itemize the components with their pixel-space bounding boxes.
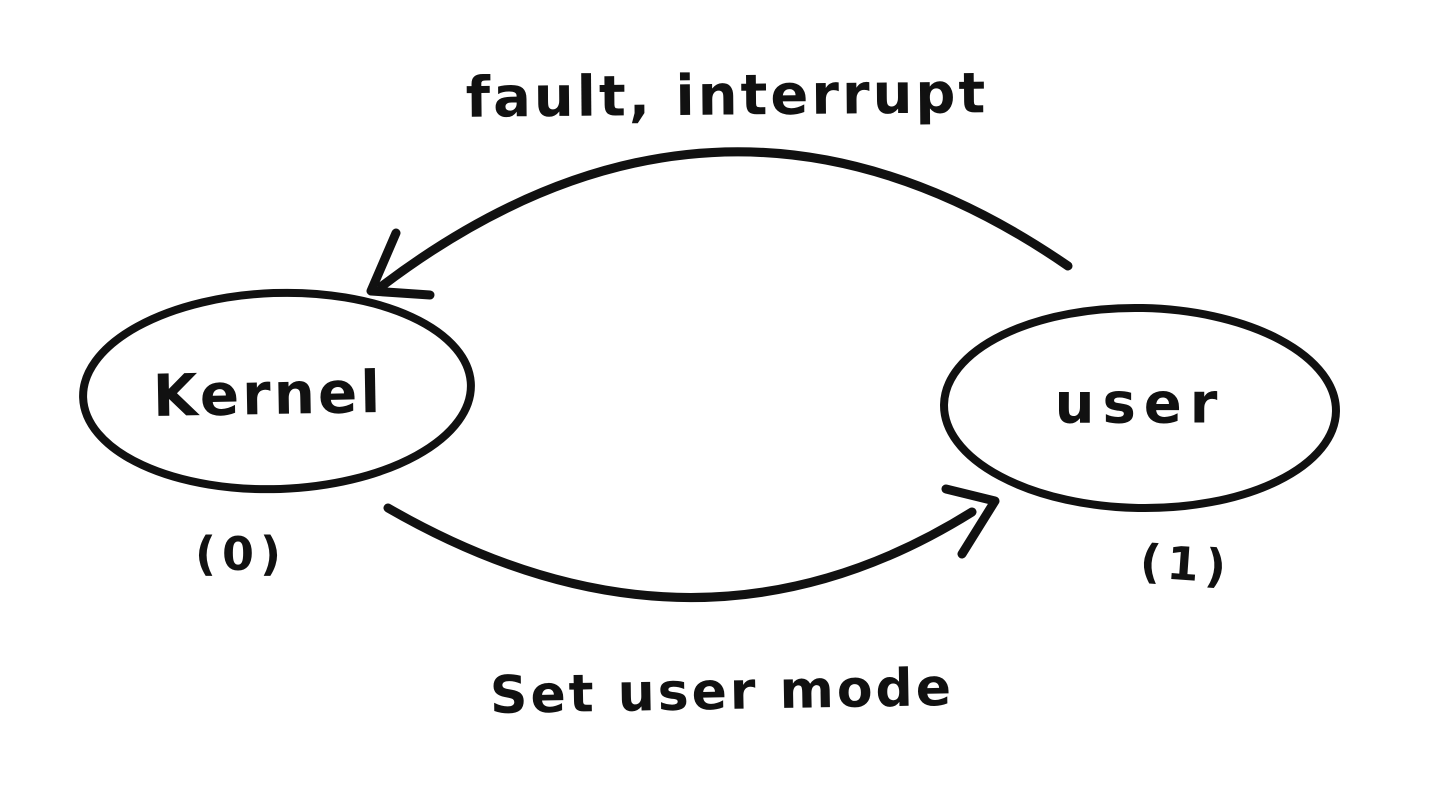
user-mode-bit: (1) [1138, 533, 1234, 595]
edge-bottom-arrowhead-icon [941, 484, 1000, 559]
user-node-ellipse [940, 303, 1340, 513]
edge-bottom-arc [383, 503, 977, 602]
kernel-node-label: Kernel [152, 357, 384, 431]
kernel-node-ellipse [79, 288, 475, 494]
edge-label-set-user-mode: Set user mode [489, 657, 955, 727]
user-node-label: user [1054, 371, 1226, 437]
edge-label-fault-interrupt: fault, interrupt [465, 61, 989, 131]
kernel-mode-bit: (0) [194, 527, 288, 581]
edge-top-arrowhead-icon [366, 228, 435, 300]
edge-top-arc [377, 147, 1073, 291]
